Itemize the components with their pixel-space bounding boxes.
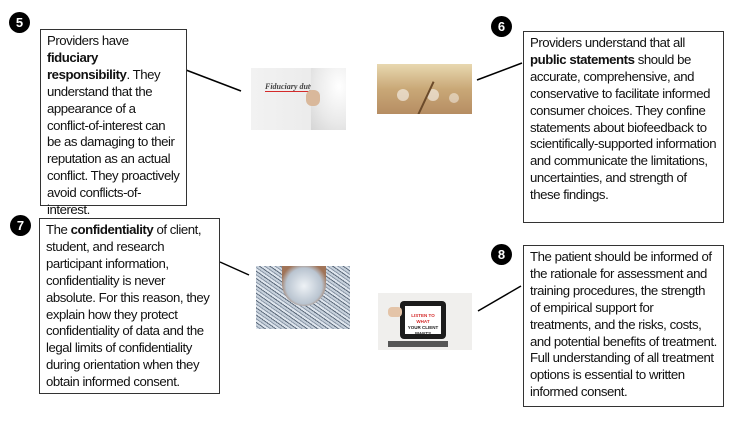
connector-6 — [476, 62, 523, 81]
number-badge-6: 6 — [491, 16, 512, 37]
number-badge-8: 8 — [491, 244, 512, 265]
microphone-photo — [377, 64, 472, 114]
bold-term: fiduciary responsibility — [47, 49, 127, 82]
text: . They understand that the appearance of… — [47, 66, 180, 218]
image-caption: Fiduciary duty — [265, 82, 314, 92]
text-box-7: The confidentiality of client, student, … — [39, 218, 220, 394]
text: Providers have — [47, 33, 129, 48]
text: Providers understand that all — [530, 35, 685, 50]
text-box-5: Providers have fiduciary responsibility.… — [40, 29, 187, 217]
number-badge-7: 7 — [10, 215, 31, 236]
shredded-paper-photo — [256, 266, 350, 329]
tablet-caption-1: LISTEN TO WHAT — [411, 313, 435, 324]
number-badge-5: 5 — [9, 12, 30, 33]
connector-7 — [219, 261, 250, 276]
text: The patient should be informed of the ra… — [530, 249, 717, 400]
text-box-6: Providers understand that all public sta… — [523, 31, 724, 223]
bold-term: public statements — [530, 51, 635, 67]
text: of client, student, and research partici… — [46, 222, 210, 390]
bold-term: confidentiality — [70, 222, 154, 237]
connector-5 — [185, 69, 242, 92]
tablet-caption-2: YOUR CLIENT WANTS — [407, 325, 439, 336]
text: should be accurate, comprehensive, and c… — [530, 51, 717, 203]
text: The — [46, 222, 71, 237]
fiduciary-duty-photo: Fiduciary duty — [251, 68, 346, 130]
tablet-photo: LISTEN TO WHAT YOUR CLIENT WANTS — [378, 293, 472, 350]
text-box-8: The patient should be informed of the ra… — [523, 245, 724, 407]
connector-8 — [477, 285, 522, 312]
